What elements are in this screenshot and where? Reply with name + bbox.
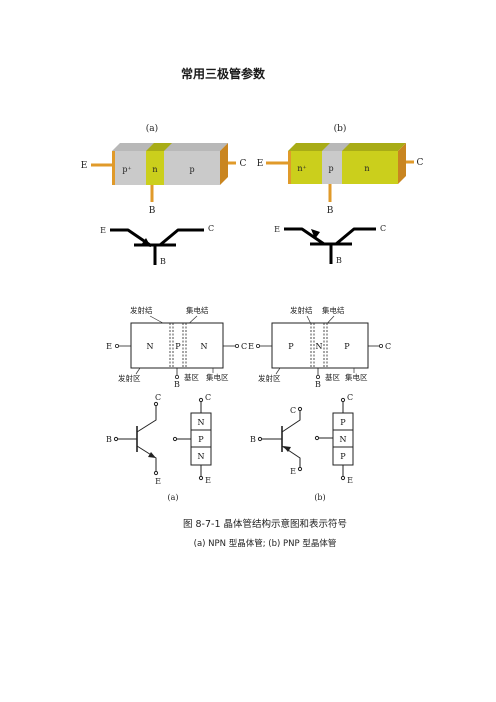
transistor-symbol-a [110, 228, 204, 265]
transistor-bar-a: (a) p⁺ n p E C B [81, 123, 247, 216]
pnp-stack-p1: P [340, 418, 346, 427]
npn-base-region-label: 基区 [184, 372, 199, 382]
npn-sym-e: E [155, 477, 161, 486]
figure-caption-subtitle: (a) NPN 型晶体管; (b) PNP 型晶体管 [194, 538, 337, 549]
symbol-a-e: E [100, 226, 106, 235]
region-n-b [342, 151, 398, 184]
symbol-b-b: B [336, 256, 342, 265]
pnp-region-n: N [316, 342, 323, 351]
pnp-stack-c: C [347, 393, 353, 402]
npn-terminal-b: B [174, 380, 180, 389]
fig-a-label: (a) [146, 123, 158, 134]
pnp-stack [332, 397, 354, 481]
npn-emitter-region-label: 发射区 [118, 373, 141, 383]
pnp-terminal-e: E [248, 342, 254, 351]
npn-terminal-c: C [241, 342, 247, 351]
npn-region-p: P [175, 342, 181, 351]
npn-collector-junction-label: 集电结 [186, 305, 209, 315]
pnp-emitter-junction-label: 发射结 [290, 305, 313, 315]
npn-structure: 发射结 集电结 N P N E C B 发射区 基区 集电区 [106, 305, 247, 389]
region-n-a [146, 151, 164, 185]
pnp-collector-region-label: 集电区 [345, 372, 368, 382]
fig-b-label: (b) [334, 123, 347, 134]
npn-stack-p: P [198, 435, 204, 444]
terminal-c-a: C [240, 159, 247, 169]
page-title: 常用三极管参数 [181, 66, 266, 81]
pnp-sym-e: E [290, 467, 296, 476]
pnp-terminal-c: C [385, 342, 391, 351]
region-p-plus-a [112, 151, 146, 185]
pnp-emitter-region-label: 发射区 [258, 373, 281, 383]
npn-stack-c: C [205, 393, 211, 402]
emitter-arrow-a [141, 238, 151, 247]
pnp-sym-b: B [250, 435, 256, 444]
pnp-stack-e: E [347, 476, 353, 485]
pnp-stack-n: N [340, 435, 347, 444]
npn-stack-n2: N [198, 452, 205, 461]
pnp-collector-junction-label: 集电结 [322, 305, 345, 315]
pnp-structure: 发射结 集电结 P N P E C B 发射区 基区 集电区 [248, 305, 391, 389]
pnp-sym-c: C [290, 406, 296, 415]
pnp-base-region-label: 基区 [325, 372, 340, 382]
region-label-n: n [152, 165, 157, 174]
symbol-b-e: E [274, 225, 280, 234]
region-label-p: p [189, 165, 194, 174]
pnp-region-p2: P [344, 342, 350, 351]
npn-terminal-e: E [106, 342, 112, 351]
region-p-b [322, 151, 342, 184]
npn-stack-e: E [205, 476, 211, 485]
transistor-symbol-b [284, 227, 376, 264]
emitter-arrow-b [311, 229, 320, 239]
region-label-p-plus: p⁺ [122, 165, 131, 174]
npn-stack [190, 397, 212, 481]
region-n-plus-b [288, 151, 322, 184]
terminal-e-a: E [81, 161, 88, 171]
pnp-stack-p2: P [340, 452, 346, 461]
pnp-sub-label: (b) [314, 493, 325, 502]
npn-symbol [113, 401, 191, 476]
npn-stack-n1: N [198, 418, 205, 427]
figure-caption-title: 图 8-7-1 晶体管结构示意图和表示符号 [183, 518, 347, 530]
pnp-symbol [257, 406, 333, 472]
terminal-c-b: C [417, 158, 424, 168]
region-label-p-b: p [328, 164, 333, 173]
pnp-terminal-b: B [315, 380, 321, 389]
pnp-emitter-arrow [283, 446, 291, 452]
npn-emitter-junction-label: 发射结 [130, 305, 153, 315]
region-p-a [164, 151, 220, 185]
terminal-b-a: B [149, 206, 156, 216]
terminal-b-b: B [327, 206, 334, 216]
npn-emitter-arrow [148, 452, 156, 458]
transistor-bar-b: (b) n⁺ p n E C B [257, 123, 424, 216]
npn-collector-region-label: 集电区 [206, 372, 229, 382]
region-label-n-b: n [364, 164, 369, 173]
symbol-b-c: C [380, 224, 386, 233]
npn-region-n2: N [201, 342, 208, 351]
npn-region-n1: N [147, 342, 154, 351]
pnp-region-p1: P [288, 342, 294, 351]
npn-sym-b: B [106, 435, 112, 444]
terminal-e-b: E [257, 159, 264, 169]
npn-sym-c: C [155, 393, 161, 402]
symbol-a-c: C [208, 224, 214, 233]
npn-sub-label: (a) [167, 493, 178, 502]
region-label-n-plus: n⁺ [297, 164, 306, 173]
symbol-a-b: B [160, 257, 166, 266]
